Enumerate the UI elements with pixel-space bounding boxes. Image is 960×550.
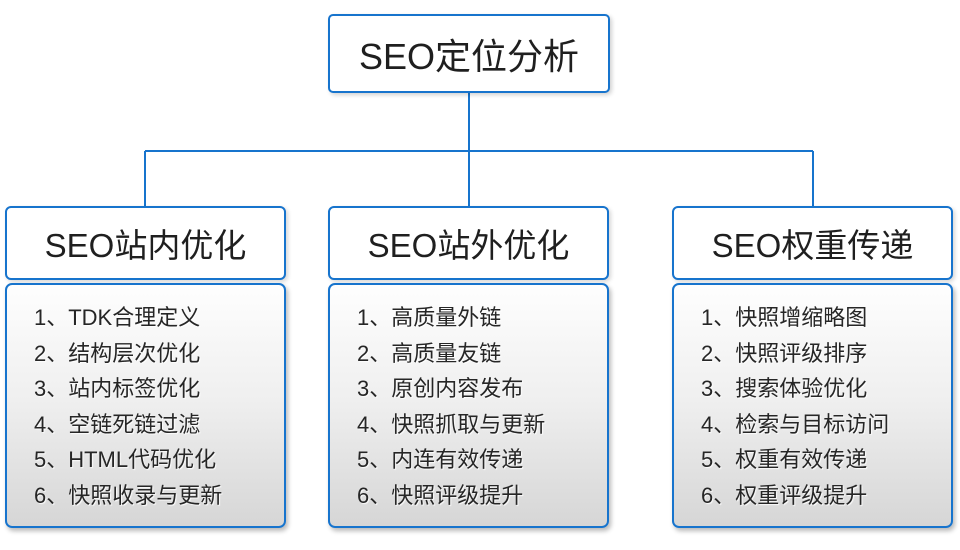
list-item: 4、快照抓取与更新 <box>357 411 546 437</box>
list-item: 6、快照评级提升 <box>357 482 524 508</box>
list-item: 5、权重有效传递 <box>701 447 868 472</box>
branch-header-onsite: SEO站内优化 <box>5 206 286 280</box>
list-item: 2、快照评级排序 <box>701 340 868 366</box>
list-item: 3、站内标签优化 <box>34 376 201 401</box>
branch-header-label: SEO权重传递 <box>711 227 914 264</box>
list-item: 3、搜索体验优化 <box>701 376 868 401</box>
branch-header-label: SEO站内优化 <box>44 227 247 264</box>
offsite-item-panel: 1、高质量外链 2、高质量友链 3、原创内容发布 4、快照抓取与更新 5、内连有… <box>328 283 609 528</box>
list-item: 6、快照收录与更新 <box>34 482 223 508</box>
column-offsite: SEO站外优化 1、高质量外链 2、高质量友链 3、原创内容发布 4、快照抓取与… <box>328 206 609 528</box>
list-item: 5、HTML代码优化 <box>34 447 217 472</box>
branch-header-label: SEO站外优化 <box>367 227 570 264</box>
list-item: 6、权重评级提升 <box>701 482 868 508</box>
root-title: SEO定位分析 <box>358 35 580 77</box>
list-item: 3、原创内容发布 <box>357 376 524 401</box>
column-onsite: SEO站内优化 1、TDK合理定义 2、结构层次优化 3、站内标签优化 4、空链… <box>5 206 286 528</box>
tree-connector-path <box>144 93 814 207</box>
branch-header-weight: SEO权重传递 <box>672 206 953 280</box>
column-weight: SEO权重传递 1、快照增缩略图 2、快照评级排序 3、搜索体验优化 4、检索与… <box>672 206 953 528</box>
list-item: 1、快照增缩略图 <box>701 305 868 330</box>
onsite-item-panel: 1、TDK合理定义 2、结构层次优化 3、站内标签优化 4、空链死链过滤 5、H… <box>5 283 286 528</box>
list-item: 1、高质量外链 <box>357 305 502 330</box>
root-node: SEO定位分析 <box>328 14 610 93</box>
weight-item-panel: 1、快照增缩略图 2、快照评级排序 3、搜索体验优化 4、检索与目标访问 5、权… <box>672 283 953 528</box>
list-item: 4、空链死链过滤 <box>34 411 201 437</box>
branch-header-offsite: SEO站外优化 <box>328 206 609 280</box>
list-item: 1、TDK合理定义 <box>34 305 201 330</box>
list-item: 2、结构层次优化 <box>34 340 201 366</box>
list-item: 4、检索与目标访问 <box>701 411 890 437</box>
list-item: 2、高质量友链 <box>357 340 502 366</box>
list-item: 5、内连有效传递 <box>357 447 524 472</box>
